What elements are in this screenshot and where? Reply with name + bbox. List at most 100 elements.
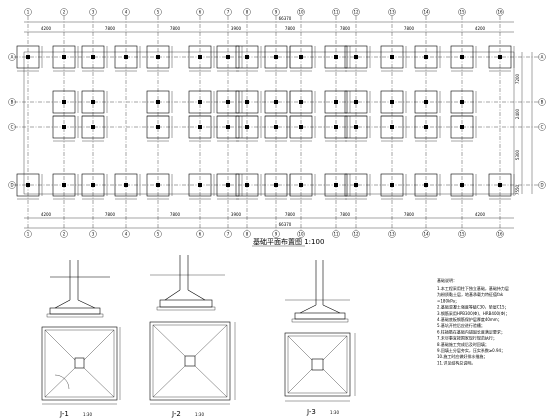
column — [460, 55, 464, 59]
grid-bubble-left — [8, 98, 16, 106]
column — [354, 125, 358, 129]
column — [226, 55, 230, 59]
span-label: 7800 — [170, 212, 181, 217]
column — [91, 183, 95, 187]
grid-bubble-top — [60, 8, 68, 16]
column — [198, 55, 202, 59]
grid-bubble-bottom — [272, 230, 280, 238]
footing — [450, 173, 474, 197]
column — [460, 100, 464, 104]
grid-bubble-top — [496, 8, 504, 16]
span-label: 7800 — [340, 212, 351, 217]
grid-label: 3 — [92, 10, 95, 15]
footing — [450, 115, 474, 139]
grid-bubble-bottom — [60, 230, 68, 238]
grid-label: 13 — [389, 10, 395, 15]
column — [226, 183, 230, 187]
foundation-plan: 1122334455667788991010111112121313141415… — [8, 8, 546, 238]
footing — [81, 173, 105, 197]
footing — [235, 45, 259, 69]
grid-bubble-top — [272, 8, 280, 16]
column — [245, 100, 249, 104]
grid-label: 9 — [275, 10, 278, 15]
grid-bubble-right — [538, 123, 546, 131]
footing — [52, 90, 76, 114]
detail-j2: J-2 1:30 — [149, 255, 236, 418]
grid-label: 6 — [199, 10, 202, 15]
grid-bubble-bottom — [458, 230, 466, 238]
grid-bubble-top — [458, 8, 466, 16]
footing — [146, 173, 170, 197]
footing — [146, 90, 170, 114]
column — [198, 100, 202, 104]
grid-label: 6 — [199, 232, 202, 237]
note-line: 2.基础混凝土强度等级C30，垫层C15； — [437, 304, 509, 310]
column — [245, 55, 249, 59]
column — [274, 125, 278, 129]
grid-bubble-right — [538, 53, 546, 61]
note-line: =180kPa； — [437, 298, 459, 303]
column — [198, 183, 202, 187]
footing — [264, 173, 288, 197]
column — [354, 100, 358, 104]
grid-bubble-bottom — [196, 230, 204, 238]
grid-label: 13 — [389, 232, 395, 237]
grid-label: A — [541, 55, 544, 60]
column — [124, 55, 128, 59]
grid-label: D — [540, 183, 543, 188]
span-label: 7800 — [404, 212, 415, 217]
grid-label: 16 — [497, 10, 503, 15]
footing — [81, 90, 105, 114]
column — [226, 100, 230, 104]
span-label: 7800 — [404, 26, 415, 31]
grid-label: 11 — [333, 10, 339, 15]
column — [299, 100, 303, 104]
grid-label: 2 — [63, 232, 66, 237]
footing — [114, 45, 138, 69]
grid-bubble-bottom — [297, 230, 305, 238]
footing — [324, 90, 348, 114]
grid-bubble-left — [8, 123, 16, 131]
footing — [188, 173, 212, 197]
grid-bubble-top — [196, 8, 204, 16]
column — [124, 183, 128, 187]
column — [274, 55, 278, 59]
column — [156, 183, 160, 187]
grid-label: 11 — [333, 232, 339, 237]
note-line: 5.基坑开挖后应进行验槽； — [437, 322, 485, 328]
grid-bubble-left — [8, 53, 16, 61]
footing — [52, 173, 76, 197]
grid-label: 3 — [92, 232, 95, 237]
footing — [235, 90, 259, 114]
span-label: 7800 — [170, 26, 181, 31]
grid-bubble-bottom — [243, 230, 251, 238]
footing — [324, 45, 348, 69]
column — [91, 100, 95, 104]
column — [354, 55, 358, 59]
detail-scale: 1:30 — [83, 412, 92, 417]
grid-bubble-top — [224, 8, 232, 16]
column — [62, 125, 66, 129]
column — [245, 183, 249, 187]
footing — [344, 115, 368, 139]
footing — [324, 173, 348, 197]
grid-label: C — [541, 125, 544, 130]
column — [390, 125, 394, 129]
grid-bubble-bottom — [89, 230, 97, 238]
footing — [450, 45, 474, 69]
column — [424, 125, 428, 129]
detail-j3: J-3 1:30 — [284, 260, 356, 416]
grid-label: 14 — [423, 10, 429, 15]
column — [274, 100, 278, 104]
footing — [235, 173, 259, 197]
span-label: 7800 — [285, 26, 296, 31]
footing — [16, 173, 40, 197]
grid-bubble-bottom — [24, 230, 32, 238]
detail-label: J-1 — [59, 410, 69, 418]
footing — [344, 173, 368, 197]
column — [354, 183, 358, 187]
detail-j1: J-1 1:30 — [41, 260, 121, 418]
column — [198, 125, 202, 129]
footing — [264, 45, 288, 69]
